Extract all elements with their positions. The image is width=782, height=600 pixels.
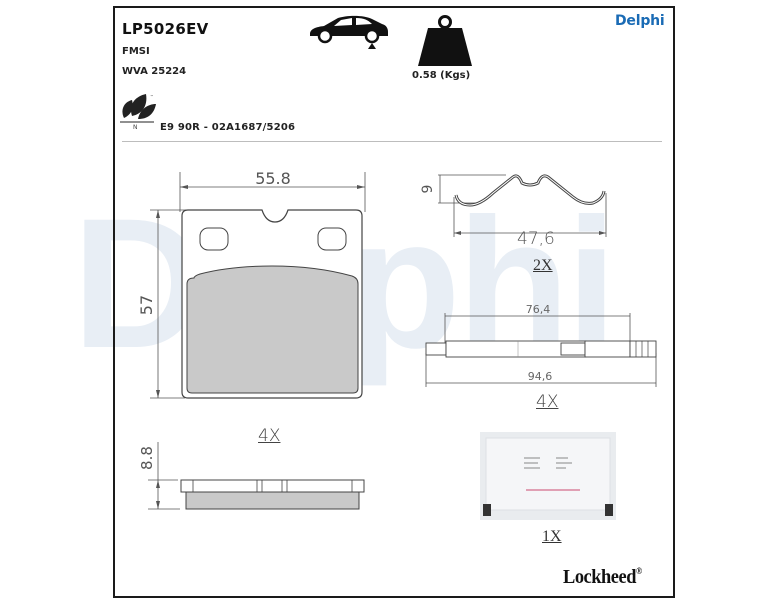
svg-text:N: N bbox=[133, 124, 138, 130]
brake-pad-side-diagram: 8.8 bbox=[138, 442, 365, 510]
sachet-quantity: 1X bbox=[542, 528, 562, 545]
spec-sheet-frame bbox=[113, 6, 675, 598]
weight-icon bbox=[418, 15, 472, 66]
weight-value: 0.58 (Kgs) bbox=[412, 70, 471, 81]
svg-text:9: 9 bbox=[420, 185, 436, 194]
grease-sachet-image bbox=[480, 432, 616, 520]
part-number: LP5026EV bbox=[122, 20, 209, 38]
brake-pad-front-diagram: 55.8 57 bbox=[137, 169, 366, 399]
lockheed-text: Lockheed bbox=[563, 566, 636, 588]
svg-text:™: ™ bbox=[150, 94, 154, 99]
lockheed-logo: Lockheed® bbox=[563, 566, 642, 589]
spring-length-label: 47,6 bbox=[517, 229, 555, 249]
wva-label: WVA 25224 bbox=[122, 66, 187, 77]
guide-pin-diagram: 76,4 94,6 bbox=[425, 305, 657, 387]
header-divider bbox=[122, 141, 662, 142]
svg-text:8.8: 8.8 bbox=[138, 446, 156, 470]
pad-quantity: 4X bbox=[258, 426, 281, 446]
svg-text:55.8: 55.8 bbox=[255, 169, 291, 188]
svg-text:94,6: 94,6 bbox=[528, 370, 553, 383]
approval-code: E9 90R - 02A1687/5206 bbox=[160, 122, 296, 133]
pin-quantity: 4X bbox=[536, 392, 559, 412]
svg-text:76,4: 76,4 bbox=[526, 305, 551, 316]
svg-text:57: 57 bbox=[137, 295, 156, 315]
registered-mark: ® bbox=[635, 566, 642, 576]
eco-leaf-icon: N ™ bbox=[120, 94, 156, 130]
delphi-logo: Delphi bbox=[615, 13, 665, 29]
fmsi-label: FMSI bbox=[122, 46, 150, 57]
car-lift-icon bbox=[310, 15, 388, 49]
spring-clip-diagram: 9 bbox=[420, 174, 607, 237]
spring-quantity: 2X bbox=[533, 257, 553, 274]
